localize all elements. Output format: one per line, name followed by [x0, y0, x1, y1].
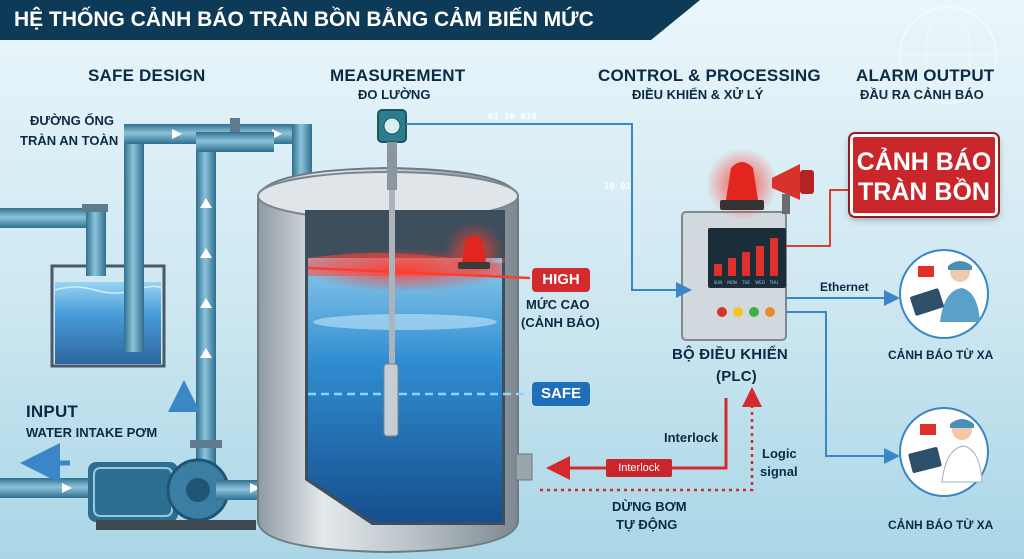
pump-stop-label-line2: TỰ ĐỘNG [616, 517, 678, 532]
section-safe-design: SAFE DESIGN [88, 66, 206, 85]
binary-stream-1: 01 10 010 [488, 112, 537, 122]
overflow-alarm-panel: CẢNH BÁO TRÀN BỒN [850, 134, 998, 216]
plc-screen-tick: MON [727, 280, 737, 285]
alarm-panel-line1: CẢNH BÁO [856, 148, 992, 176]
input-label: INPUT [26, 402, 78, 421]
level-sensor [377, 109, 407, 437]
pump-flow-arrow [48, 483, 72, 493]
ethernet-label: Ethernet [820, 280, 869, 294]
remote-operator-1-icon [899, 249, 989, 339]
binary-stream-2: 10 01 [604, 182, 632, 192]
riser-flow-arrow-4 [200, 348, 212, 358]
interlock-label: Interlock [664, 430, 719, 445]
tank-beacon-icon [444, 222, 504, 282]
plc-button-orange [765, 307, 775, 317]
plc-button-yellow [733, 307, 743, 317]
plc-screen-tick: THU [769, 280, 778, 285]
plc-sub-label: (PLC) [716, 368, 757, 385]
remote-operator-2-icon [899, 407, 989, 497]
plc-screen-bar [742, 252, 750, 276]
logic-signal-line [540, 387, 762, 492]
plc-beacon-icon [706, 148, 778, 220]
high-level-desc-line1: MỨC CAO [526, 297, 590, 312]
ethernet-line-2 [786, 311, 900, 464]
overflow-flow-arrow [158, 129, 182, 139]
plc-screen-bar [770, 238, 778, 276]
high-level-desc-line2: (CẢNH BÁO) [521, 315, 600, 330]
safe-level-tag: SAFE [532, 382, 590, 406]
overflow-pipe-label-line1: ĐƯỜNG ỐNG [30, 113, 114, 128]
page-title: HỆ THỐNG CẢNH BÁO TRÀN BỒN BẰNG CẢM BIẾN… [14, 8, 594, 31]
plc-to-alarm-line [786, 189, 850, 247]
overflow-pipe-label-line2: TRÀN AN TOÀN [20, 133, 119, 148]
plc-screen-tick: WED [755, 280, 765, 285]
sensor-to-plc-line [406, 123, 692, 298]
overflow-flow-arrow-2 [258, 129, 282, 139]
high-level-line [307, 266, 531, 280]
section-control-vi: ĐIỀU KHIỂN & XỬ LÝ [632, 87, 764, 102]
section-control: CONTROL & PROCESSING [598, 66, 821, 85]
plc-screen-bar [728, 258, 736, 276]
input-sub-label: WATER INTAKE PƠM [26, 425, 158, 440]
section-measurement-vi: ĐO LƯỜNG [358, 87, 431, 102]
plc-label: BỘ ĐIỀU KHIỂN [672, 346, 788, 363]
globe-icon [899, 6, 997, 104]
section-alarm: ALARM OUTPUT [856, 66, 995, 85]
remote-alert-label-1: CẢNH BÁO TỪ XA [888, 348, 994, 362]
plc-screen-bar [756, 246, 764, 276]
riser-flow-arrow [200, 198, 212, 208]
riser-flow-arrow-2 [200, 248, 212, 258]
plc-button-green [749, 307, 759, 317]
alarm-panel-line2: TRÀN BỒN [858, 178, 990, 206]
intake-riser-pipe [190, 132, 274, 470]
interlock-tag: Interlock [606, 459, 672, 477]
pump [0, 458, 266, 530]
plc-screen-chart: SUN MON TUE WED THU [714, 238, 778, 285]
plc-screen-bar [714, 264, 722, 276]
pump-stop-label-line1: DỪNG BƠM [612, 499, 687, 514]
reservoir-inlet-pipe [0, 204, 108, 276]
tank-outlet-port [515, 453, 533, 481]
logic-signal-label-line2: signal [760, 464, 798, 479]
siren-horn-icon [772, 164, 814, 214]
plc-cabinet: SUN MON TUE WED THU [681, 211, 787, 341]
pump-outlet-arrow [236, 483, 260, 493]
remote-alert-label-2: CẢNH BÁO TỪ XA [888, 518, 994, 532]
high-level-tag: HIGH [532, 268, 590, 292]
globe-meridian [925, 6, 971, 104]
section-measurement: MEASUREMENT [330, 66, 466, 85]
section-alarm-vi: ĐẦU RA CẢNH BÁO [860, 87, 984, 102]
logic-signal-label-line1: Logic [762, 446, 797, 461]
plc-button-red [717, 307, 727, 317]
plc-screen-tick: SUN [714, 280, 722, 285]
riser-flow-arrow-3 [200, 298, 212, 308]
title-banner [0, 0, 700, 40]
plc-screen-tick: TUE [741, 280, 750, 285]
